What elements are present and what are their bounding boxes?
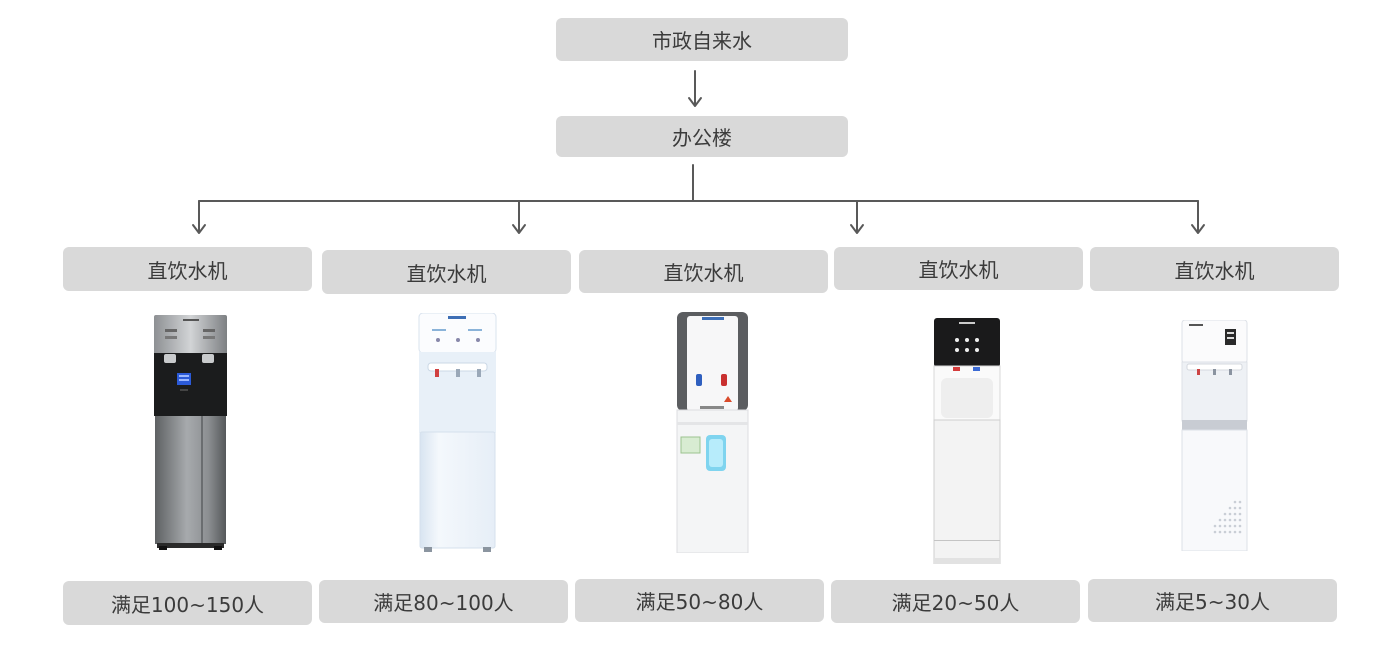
tap-2 bbox=[456, 369, 460, 377]
capacity-label-box: 满足20~50人 bbox=[831, 580, 1080, 623]
gray-frame-water-dispenser-icon bbox=[676, 312, 749, 553]
white-tall-water-dispenser-icon bbox=[1181, 320, 1248, 551]
capacity-label-box: 满足80~100人 bbox=[319, 580, 568, 623]
node-source: 市政自来水 bbox=[556, 18, 848, 61]
arrow-source-to-building bbox=[688, 70, 702, 107]
white-blue-water-dispenser-icon bbox=[418, 313, 497, 552]
device-label-box: 直饮水机 bbox=[579, 250, 828, 293]
stainless-water-dispenser-icon bbox=[154, 315, 227, 550]
info-panel bbox=[680, 436, 701, 454]
device-label: 直饮水机 bbox=[1174, 258, 1255, 283]
tap-right bbox=[202, 354, 214, 363]
capacity-label: 满足50~80人 bbox=[635, 590, 764, 614]
arrow-branch-4 bbox=[850, 200, 864, 234]
device-label: 直饮水机 bbox=[663, 261, 744, 285]
device-label: 直饮水机 bbox=[918, 258, 999, 282]
tap-3 bbox=[477, 369, 481, 377]
capacity-label: 满足80~100人 bbox=[373, 591, 514, 615]
tap-cold bbox=[696, 374, 702, 386]
capacity-label: 满足100~150人 bbox=[110, 592, 265, 617]
capacity-label: 满足5~30人 bbox=[1155, 590, 1270, 614]
device-label-box: 直饮水机 bbox=[834, 247, 1083, 290]
tap-hot bbox=[953, 367, 960, 371]
capacity-label-box: 满足100~150人 bbox=[63, 581, 312, 625]
device-label-box: 直饮水机 bbox=[63, 247, 312, 291]
device-label-box: 直饮水机 bbox=[322, 250, 571, 294]
device-label: 直饮水机 bbox=[147, 258, 228, 283]
capacity-label: 满足20~50人 bbox=[891, 591, 1020, 615]
device-label-box: 直饮水机 bbox=[1090, 247, 1339, 291]
tap-2 bbox=[1213, 369, 1216, 375]
arrow-branch-5 bbox=[1191, 200, 1205, 234]
arrow-branch-2 bbox=[512, 200, 526, 234]
capacity-label-box: 满足5~30人 bbox=[1088, 579, 1337, 622]
tap-hot bbox=[721, 374, 727, 386]
tap-1 bbox=[1197, 369, 1200, 375]
tap-left bbox=[164, 354, 176, 363]
capacity-label-box: 满足50~80人 bbox=[575, 579, 824, 622]
device-label: 直饮水机 bbox=[406, 261, 487, 286]
warning-icon bbox=[724, 396, 732, 402]
black-top-water-dispenser-icon bbox=[933, 318, 1001, 564]
arrow-branch-1 bbox=[192, 200, 206, 234]
tap-1 bbox=[435, 369, 439, 377]
node-source-label: 市政自来水 bbox=[652, 29, 752, 53]
tap-3 bbox=[1229, 369, 1232, 375]
vent-dots bbox=[1213, 500, 1242, 534]
tap-cold bbox=[973, 367, 980, 371]
node-building: 办公楼 bbox=[556, 116, 848, 157]
node-building-label: 办公楼 bbox=[672, 126, 732, 150]
